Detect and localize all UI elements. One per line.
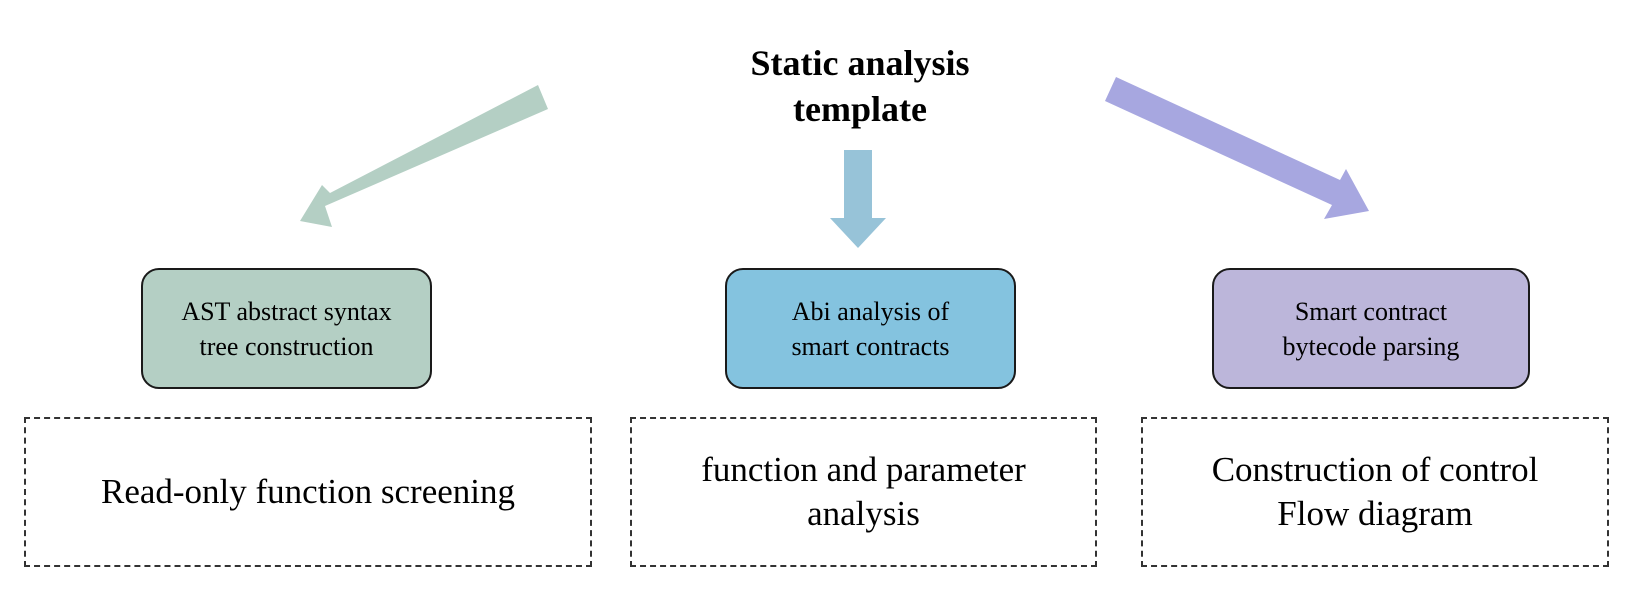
bytecode-parsing-box: Smart contract bytecode parsing — [1212, 268, 1530, 389]
arrow-to-ast — [300, 85, 548, 227]
read-only-screening-box: Read-only function screening — [24, 417, 592, 567]
control-flow-line-2: Flow diagram — [1277, 494, 1473, 533]
ast-box-line-1: AST abstract syntax — [181, 296, 392, 326]
ast-construction-box: AST abstract syntax tree construction — [141, 268, 432, 389]
bytecode-box-line-1: Smart contract — [1294, 296, 1448, 326]
parameter-analysis-box: function and parameter analysis — [630, 417, 1097, 567]
title-line-1: Static analysis — [750, 43, 970, 83]
bytecode-box-line-2: bytecode parsing — [1282, 331, 1460, 361]
parameter-line-1: function and parameter — [701, 450, 1026, 489]
title-line-2: template — [793, 89, 927, 129]
abi-analysis-box: Abi analysis of smart contracts — [725, 268, 1016, 389]
ast-box-line-2: tree construction — [199, 331, 374, 361]
arrow-to-abi — [830, 150, 886, 248]
abi-box-line-2: smart contracts — [791, 331, 950, 361]
abi-box-line-1: Abi analysis of — [791, 296, 950, 326]
parameter-line-2: analysis — [807, 494, 920, 533]
arrow-to-bytecode — [1105, 77, 1369, 219]
control-flow-box: Construction of control Flow diagram — [1141, 417, 1609, 567]
diagram-title: Static analysis template — [700, 40, 1020, 132]
screening-line-1: Read-only function screening — [100, 472, 516, 511]
control-flow-line-1: Construction of control — [1211, 450, 1539, 489]
